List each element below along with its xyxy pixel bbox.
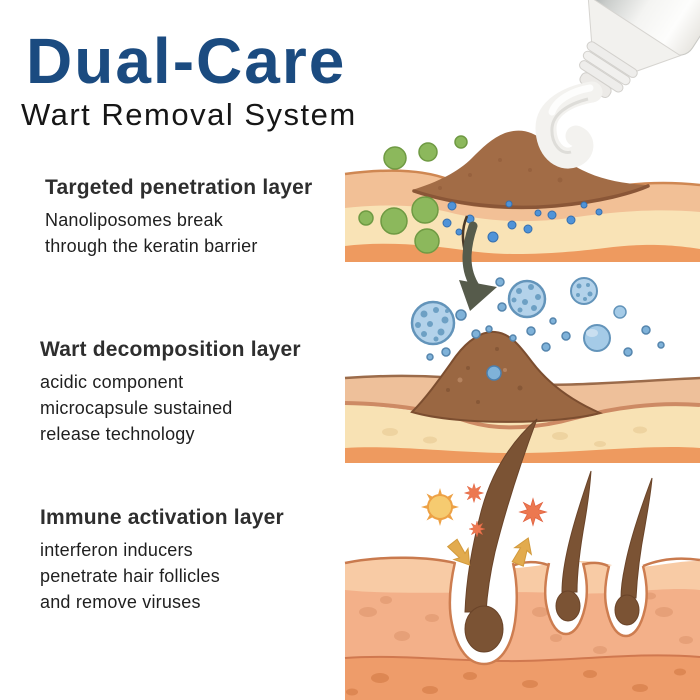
plain-capsule	[583, 305, 627, 352]
section-text-line: interferon inducers	[40, 540, 193, 560]
subcutis-edge	[344, 654, 700, 663]
section-wart-decomposition: Wart decomposition layer acidic componen…	[40, 338, 301, 447]
section-heading: Wart decomposition layer	[40, 338, 301, 361]
section-text-line: Nanoliposomes break	[45, 210, 223, 230]
cream-layer-blobs	[382, 426, 647, 447]
section-text-line: through the keratin barrier	[45, 236, 258, 256]
section-text-line: acidic component	[40, 372, 184, 392]
sun-icon	[421, 488, 459, 526]
section-immune-activation: Immune activation layer interferon induc…	[40, 506, 284, 615]
decomposition-illustration	[344, 221, 700, 463]
section-text-line: and remove viruses	[40, 592, 201, 612]
immune-illustration	[344, 418, 700, 700]
capsule-in-wart	[486, 365, 502, 381]
virus-star-icon	[518, 497, 548, 527]
wart-speckles	[446, 347, 523, 404]
flow-arrow-icon	[459, 221, 497, 311]
green-nanoliposome-particles	[358, 135, 468, 254]
microcapsule	[507, 279, 547, 319]
hair	[464, 418, 538, 653]
section-heading: Targeted penetration layer	[45, 176, 313, 199]
wart-shadow-edge	[412, 184, 650, 210]
section-text-line: penetrate hair follicles	[40, 566, 220, 586]
virus-star-icon	[464, 483, 484, 503]
penetration-illustration	[344, 0, 700, 262]
wart-mound	[410, 330, 604, 423]
section-heading: Immune activation layer	[40, 506, 284, 529]
section-text-line: release technology	[40, 424, 195, 444]
blue-acid-particles	[426, 277, 665, 361]
cream-swirl	[535, 81, 603, 169]
subcutis-blobs	[346, 668, 686, 696]
subcutis-band	[345, 655, 700, 700]
hair	[614, 477, 653, 626]
microcapsule	[410, 300, 456, 346]
wart-speckles	[438, 158, 563, 190]
microcapsule	[570, 277, 598, 305]
virus-star-icon	[468, 520, 486, 538]
section-text-line: microcapsule sustained	[40, 398, 233, 418]
product-title: Dual-Care	[26, 25, 347, 97]
product-subtitle: Wart Removal System	[21, 97, 357, 132]
ointment-tube	[579, 0, 700, 99]
hair	[555, 470, 592, 622]
section-targeted-penetration: Targeted penetration layer Nanoliposomes…	[45, 176, 312, 259]
